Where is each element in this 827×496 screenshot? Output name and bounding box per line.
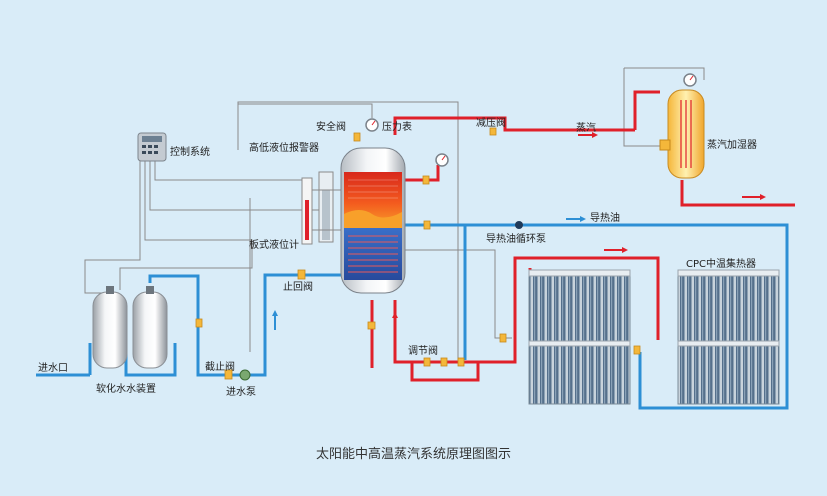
label-safety-valve: 安全阀 [316,122,346,133]
pressure-tank-icon [340,147,406,294]
label-high-low-level-alarm: 高低液位报警器 [249,143,319,154]
label-pressure-gauge: 压力表 [382,122,412,133]
label-cpc-collector: CPC中温集热器 [686,259,756,270]
label-regulating-valve: 调节阀 [408,346,438,357]
control-panel-icon [137,132,167,162]
label-control-system: 控制系统 [170,147,210,158]
label-oil-circulation-pump: 导热油循环泵 [486,234,546,245]
label-feed-pump: 进水泵 [226,387,256,398]
flow-arrows [272,132,766,330]
label-softening-device: 软化水水装置 [96,384,156,395]
steam-humidifier-icon [659,89,705,179]
label-stop-valve: 截止阀 [205,362,235,373]
label-water-inlet: 进水口 [38,363,68,374]
pump-icons [239,221,523,381]
diagram-title: 太阳能中高温蒸汽系统原理图图示 [315,447,511,462]
valves [195,127,641,380]
level-gauge-icon [301,171,342,245]
label-steam-humidifier: 蒸汽加湿器 [707,140,757,151]
solar-collector-icon [528,269,780,405]
label-heat-transfer-oil: 导热油 [590,213,620,224]
pressure-gauge-icon [365,73,697,167]
water-softener-icon [92,286,168,369]
label-plate-level-gauge: 板式液位计 [249,240,299,251]
label-pressure-reducing-valve: 减压阀 [476,118,506,129]
label-steam: 蒸汽 [576,123,596,134]
label-stop-valve-top: 止回阀 [283,282,313,293]
